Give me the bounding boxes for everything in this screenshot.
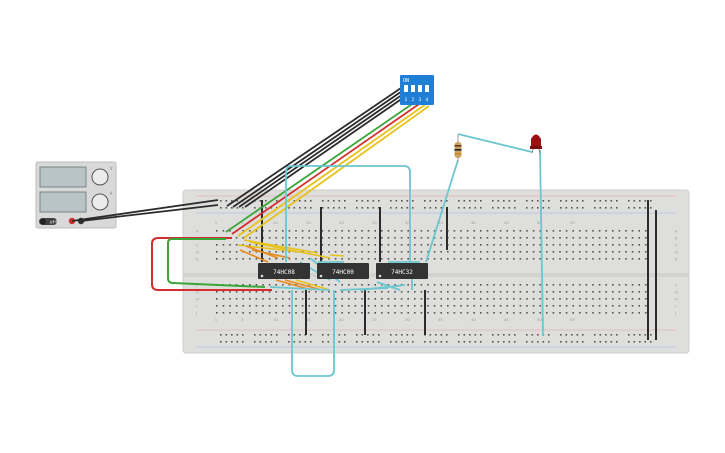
power-toggle-label: off [50, 220, 58, 225]
short-jumpers[interactable] [237, 239, 345, 291]
wire-supply-negative [80, 204, 219, 222]
row-letter: D [196, 251, 199, 255]
column-number: 15 [306, 317, 311, 322]
dip-number-4: 4 [426, 97, 429, 103]
wire-cyan-resistor [425, 159, 459, 263]
column-number: 40 [471, 220, 476, 225]
row-letter: J [674, 312, 676, 316]
chip-74hc32[interactable]: 74HC32 [376, 263, 428, 279]
column-number: 45 [504, 317, 509, 322]
current-knob-label: A [110, 191, 113, 196]
row-letter: A [675, 230, 678, 234]
row-letter: F [196, 284, 198, 288]
wire-dip-2 [232, 86, 409, 208]
wire-dip-red [231, 101, 423, 235]
column-number: 1 [215, 220, 218, 225]
center-channel [183, 273, 689, 277]
dip-switch-on-label: ON [403, 78, 409, 84]
wire-red-loop [151, 237, 272, 291]
chip-74hc08[interactable]: 74HC08 [258, 263, 310, 279]
column-number: 5 [241, 317, 244, 322]
wire-dip-3 [238, 87, 413, 208]
row-letter: G [196, 291, 199, 295]
column-number: 55 [570, 220, 575, 225]
column-number: 25 [372, 317, 377, 322]
resistor[interactable] [454, 134, 462, 162]
jumper-wires-black[interactable] [261, 200, 657, 340]
dip-number-2: 2 [412, 97, 415, 103]
dip-switch[interactable]: ON 1 2 3 4 [400, 75, 434, 105]
column-number: 50 [537, 317, 542, 322]
dip-toggle-2[interactable] [411, 85, 415, 92]
chip-label: 74HC32 [391, 269, 413, 276]
column-number: 15 [306, 220, 311, 225]
column-number: 5 [241, 220, 244, 225]
column-number: 20 [339, 317, 344, 322]
dip-toggle-1[interactable] [404, 85, 408, 92]
power-supply[interactable]: V A off [35, 161, 117, 229]
voltage-knob[interactable] [91, 168, 109, 186]
row-letter: H [675, 298, 678, 302]
column-number: 40 [471, 317, 476, 322]
wire-dip-yellow-2 [243, 105, 430, 239]
column-number: 1 [215, 317, 218, 322]
wire-cyan-led-top [457, 133, 533, 153]
wire-dip-yellow [237, 103, 427, 237]
voltage-knob-label: V [110, 166, 113, 171]
row-letter: H [196, 298, 199, 302]
column-number: 30 [405, 317, 410, 322]
column-number: 50 [537, 220, 542, 225]
dip-number-3: 3 [419, 97, 422, 103]
row-letter: B [675, 237, 678, 241]
column-numbers: 1155101015152020252530303535404045455050… [215, 220, 576, 322]
row-letter: A [196, 230, 199, 234]
breadboard-holes [216, 200, 652, 343]
row-letter: D [675, 251, 678, 255]
led[interactable] [530, 134, 542, 154]
row-letter: E [675, 258, 678, 262]
column-number: 45 [504, 220, 509, 225]
row-letter: C [675, 244, 678, 248]
chip-label: 74HC08 [273, 269, 295, 276]
chip-74hc00[interactable]: 74HC00 [317, 263, 369, 279]
dip-toggle-4[interactable] [425, 85, 429, 92]
row-letter: J [195, 312, 197, 316]
dip-toggle-3[interactable] [418, 85, 422, 92]
column-number: 55 [570, 317, 575, 322]
dip-toggles [404, 85, 429, 92]
column-number: 10 [273, 317, 278, 322]
wire-dip-4 [244, 88, 417, 208]
row-letter: C [196, 244, 199, 248]
column-number: 35 [438, 220, 443, 225]
wire-cyan-led-down [539, 149, 544, 337]
bus-lines [196, 195, 676, 348]
row-letter: G [675, 291, 678, 295]
column-number: 20 [339, 220, 344, 225]
chip-label: 74HC00 [332, 269, 354, 276]
row-letter: F [675, 284, 677, 288]
dip-number-1: 1 [405, 97, 408, 103]
column-number: 25 [372, 220, 377, 225]
wire-dip-1 [226, 85, 405, 207]
voltage-display [39, 166, 87, 188]
row-letter: E [196, 258, 199, 262]
current-display [39, 191, 87, 213]
column-number: 35 [438, 317, 443, 322]
column-number: 30 [405, 220, 410, 225]
wire-cyan-loop-bottom [291, 290, 335, 377]
column-number: 10 [273, 220, 278, 225]
row-letter: I [196, 305, 197, 309]
wire-cyan-loop-top [285, 165, 411, 262]
wire-green-loop [167, 238, 266, 288]
wire-supply-positive [71, 199, 219, 222]
row-letter: I [675, 305, 676, 309]
left-loop-wires[interactable] [151, 237, 272, 291]
current-knob[interactable] [91, 193, 109, 211]
